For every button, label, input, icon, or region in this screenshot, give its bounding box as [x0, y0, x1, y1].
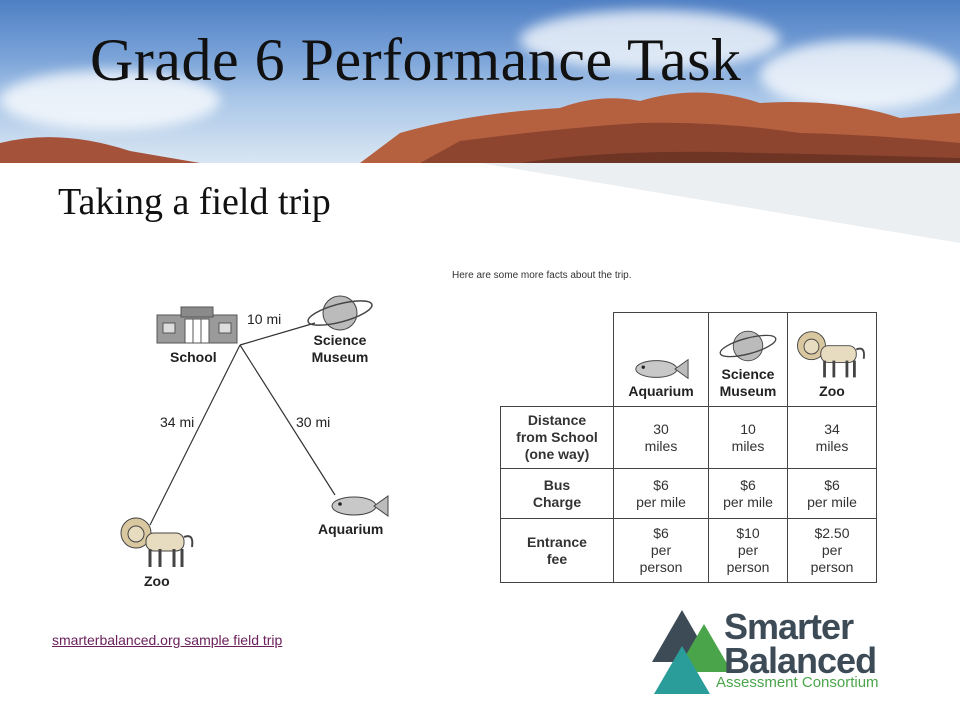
- museum-line1: Science: [313, 332, 367, 348]
- museum-line2: Museum: [311, 349, 369, 365]
- logo-word-smarter: Smarter: [724, 606, 854, 647]
- slide-subtitle: Taking a field trip: [58, 181, 331, 223]
- facts-intro: Here are some more facts about the trip.: [452, 270, 632, 281]
- cell-line: miles: [644, 437, 678, 454]
- school-building-icon: [156, 306, 238, 344]
- cell-line: per: [821, 542, 843, 558]
- source-link[interactable]: smarterbalanced.org sample field trip: [52, 632, 283, 648]
- cell-line: miles: [731, 437, 765, 454]
- cell-line: per: [650, 542, 672, 558]
- slide-title: Grade 6 Performance Task: [90, 27, 742, 93]
- cell-line: $6: [740, 476, 756, 493]
- distance-museum-aquarium: 30 mi: [296, 414, 331, 430]
- table-corner: [500, 312, 614, 407]
- trip-facts-table: Aquarium Science Museum: [500, 312, 877, 583]
- cell-line: per mile: [723, 493, 773, 510]
- cell-line: 10: [740, 420, 756, 437]
- planet-icon: [307, 295, 373, 331]
- row-header-line: Entrance: [527, 533, 587, 550]
- map-label-zoo: Zoo: [144, 573, 170, 589]
- cell-fee-museum: $10 per person: [708, 518, 788, 583]
- column-header-zoo: Zoo: [787, 312, 877, 407]
- cell-bus-aquarium: $6 per mile: [613, 468, 709, 519]
- distance-school-museum: 10 mi: [247, 311, 282, 327]
- row-header-line: Distance: [527, 412, 587, 428]
- smarter-balanced-logo: Smarter Balanced Assessment Consortium: [652, 606, 922, 696]
- cell-fee-zoo: $2.50 per person: [787, 518, 877, 583]
- cell-line: $6: [653, 525, 669, 541]
- cell-distance-museum: 10 miles: [708, 406, 788, 469]
- map-label-science-museum: Science Museum: [305, 332, 375, 366]
- cloud: [520, 10, 780, 70]
- column-label-museum-2: Museum: [719, 383, 777, 399]
- distance-school-zoo: 34 mi: [160, 414, 195, 430]
- logo-word-balanced: Balanced: [724, 640, 877, 681]
- map-routes: [149, 322, 336, 526]
- cell-line: per mile: [807, 493, 857, 510]
- table-row-entrance-fee: Entrance fee $6 per person $10 per perso…: [500, 518, 877, 583]
- cell-line: person: [810, 559, 854, 575]
- cell-line: person: [639, 559, 683, 575]
- column-header-aquarium: Aquarium: [613, 312, 709, 407]
- cell-line: $6: [824, 476, 840, 493]
- header-banner: [0, 0, 960, 163]
- cloud: [760, 40, 960, 110]
- logo-tagline: Assessment Consortium: [716, 674, 879, 691]
- fish-icon: [331, 495, 389, 517]
- row-header-distance: Distance from School (one way): [500, 406, 614, 469]
- cell-line: $2.50: [814, 525, 850, 541]
- row-header-line: fee: [546, 550, 568, 567]
- field-trip-map: School Science Museum 10 mi 34 mi 30 mi …: [120, 285, 410, 590]
- cell-line: 34: [824, 420, 840, 437]
- cloud: [0, 70, 220, 130]
- cell-line: $6: [653, 476, 669, 493]
- column-header-science-museum: Science Museum: [708, 312, 788, 407]
- logo-triangles-icon: [652, 610, 732, 694]
- planet-icon: [719, 330, 777, 362]
- row-header-bus-charge: Bus Charge: [500, 468, 614, 519]
- column-label-museum-1: Science: [721, 366, 775, 382]
- red-rock-landscape: [0, 92, 960, 163]
- lion-icon: [796, 331, 865, 378]
- cell-distance-aquarium: 30 miles: [613, 406, 709, 469]
- row-header-line: Charge: [532, 493, 582, 510]
- table-row-bus-charge: Bus Charge $6 per mile $6 per mile $6 pe…: [500, 468, 877, 519]
- cell-line: per: [737, 542, 759, 558]
- table-row-distance: Distance from School (one way) 30 miles …: [500, 406, 877, 469]
- cell-bus-zoo: $6 per mile: [787, 468, 877, 519]
- column-label-zoo: Zoo: [819, 383, 845, 399]
- cell-line: 30: [653, 420, 669, 437]
- map-label-school: School: [170, 349, 217, 365]
- row-header-line: (one way): [524, 446, 590, 462]
- cell-line: person: [726, 559, 770, 575]
- column-label-aquarium: Aquarium: [628, 383, 694, 399]
- lion-icon: [120, 517, 194, 567]
- cell-line: $10: [736, 525, 760, 541]
- cell-line: miles: [815, 437, 849, 454]
- cell-fee-aquarium: $6 per person: [613, 518, 709, 583]
- row-header-line: Bus: [543, 476, 571, 493]
- cell-bus-museum: $6 per mile: [708, 468, 788, 519]
- fish-icon: [635, 358, 689, 380]
- map-label-aquarium: Aquarium: [318, 521, 384, 537]
- cell-distance-zoo: 34 miles: [787, 406, 877, 469]
- decorative-diagonal: [480, 163, 960, 243]
- row-header-entrance-fee: Entrance fee: [500, 518, 614, 583]
- cell-line: per mile: [636, 493, 686, 510]
- row-header-line: from School: [516, 429, 598, 445]
